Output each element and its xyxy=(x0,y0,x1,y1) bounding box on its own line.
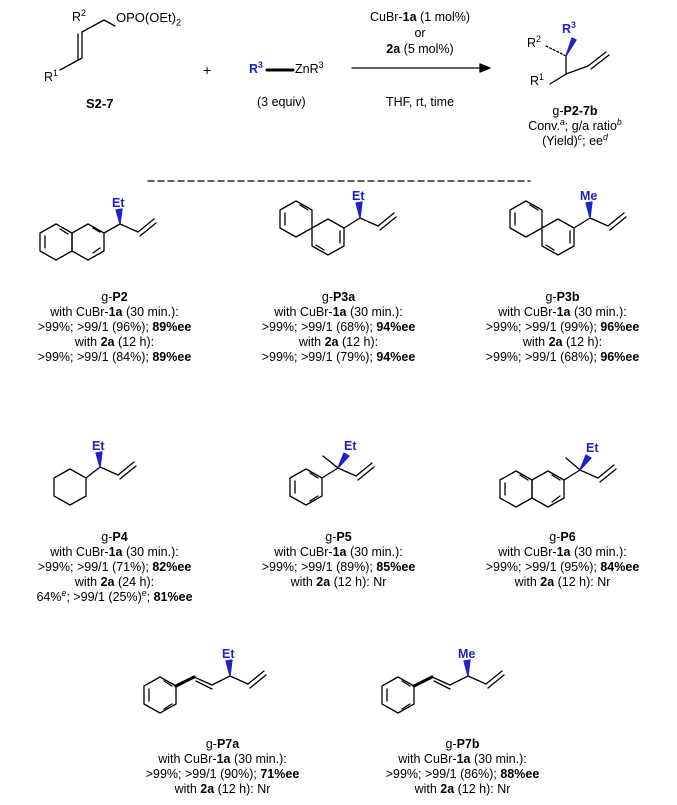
product-caption: g-P2-7b Conv.a; g/a ratiob (Yield)c; eed xyxy=(528,104,622,148)
group-label-p6: Et xyxy=(586,441,599,455)
entry-caption-p3b: g-P3b with CuBr-1a (30 min.): >99%; >99/… xyxy=(485,290,640,364)
reagent-r3-label: R3 xyxy=(249,59,263,76)
structure-p3a xyxy=(279,200,397,256)
product-structure xyxy=(545,37,610,85)
entry-caption-p5: g-P5 with CuBr-1a (30 min.): >99%; >99/1… xyxy=(261,530,416,589)
condition-or: or xyxy=(414,26,426,40)
group-label-p3b: Me xyxy=(580,189,598,203)
group-label-p2: Et xyxy=(112,196,125,210)
substrate-r2-label: R2 xyxy=(72,7,86,24)
substrate-r1-label: R1 xyxy=(44,67,58,84)
product-r2-label: R2 xyxy=(527,33,541,50)
structure-p2 xyxy=(39,208,157,261)
product-r1-label: R1 xyxy=(530,71,544,88)
substrate-structure xyxy=(59,19,116,71)
structure-p3b xyxy=(509,200,627,256)
substrate-phosphate-label: OPO(OEt)2 xyxy=(116,10,182,28)
reagent-equiv-label: (3 equiv) xyxy=(257,95,306,109)
entry-caption-p2: g-P2 with CuBr-1a (30 min.): >99%; >99/1… xyxy=(37,290,192,364)
group-label-p7b: Me xyxy=(458,647,476,661)
group-label-p7a: Et xyxy=(222,647,235,661)
product-r3-label: R3 xyxy=(562,19,576,36)
group-label-p5: Et xyxy=(344,439,357,453)
entry-caption-p7a: g-P7a with CuBr-1a (30 min.): >99%; >99/… xyxy=(145,737,300,796)
structure-p7a xyxy=(143,659,267,714)
condition-catalyst-2a: 2a (5 mol%) xyxy=(386,42,454,56)
structure-p5 xyxy=(289,452,375,506)
substrate-compound-label: S2-7 xyxy=(86,96,114,111)
structure-p7b xyxy=(381,659,505,714)
entry-caption-p3a: g-P3a with CuBr-1a (30 min.): >99%; >99/… xyxy=(261,290,416,364)
group-label-p3a: Et xyxy=(352,189,365,203)
reaction-arrow xyxy=(351,63,491,73)
entry-caption-p7b: g-P7b with CuBr-1a (30 min.): >99%; >99/… xyxy=(385,737,540,796)
structure-p6 xyxy=(499,454,617,508)
entry-caption-p4: g-P4 with CuBr-1a (30 min.): >99%; >99/1… xyxy=(36,530,193,604)
entry-caption-p6: g-P6 with CuBr-1a (30 min.): >99%; >99/1… xyxy=(485,530,640,589)
condition-catalyst-1a: CuBr-1a (1 mol%) xyxy=(369,10,471,24)
structure-p4 xyxy=(53,451,137,506)
reagent-zinc-label: ZnR3 xyxy=(295,59,324,76)
condition-solvent: THF, rt, time xyxy=(385,95,455,109)
plus-sign: + xyxy=(203,62,212,78)
group-label-p4: Et xyxy=(92,439,105,453)
